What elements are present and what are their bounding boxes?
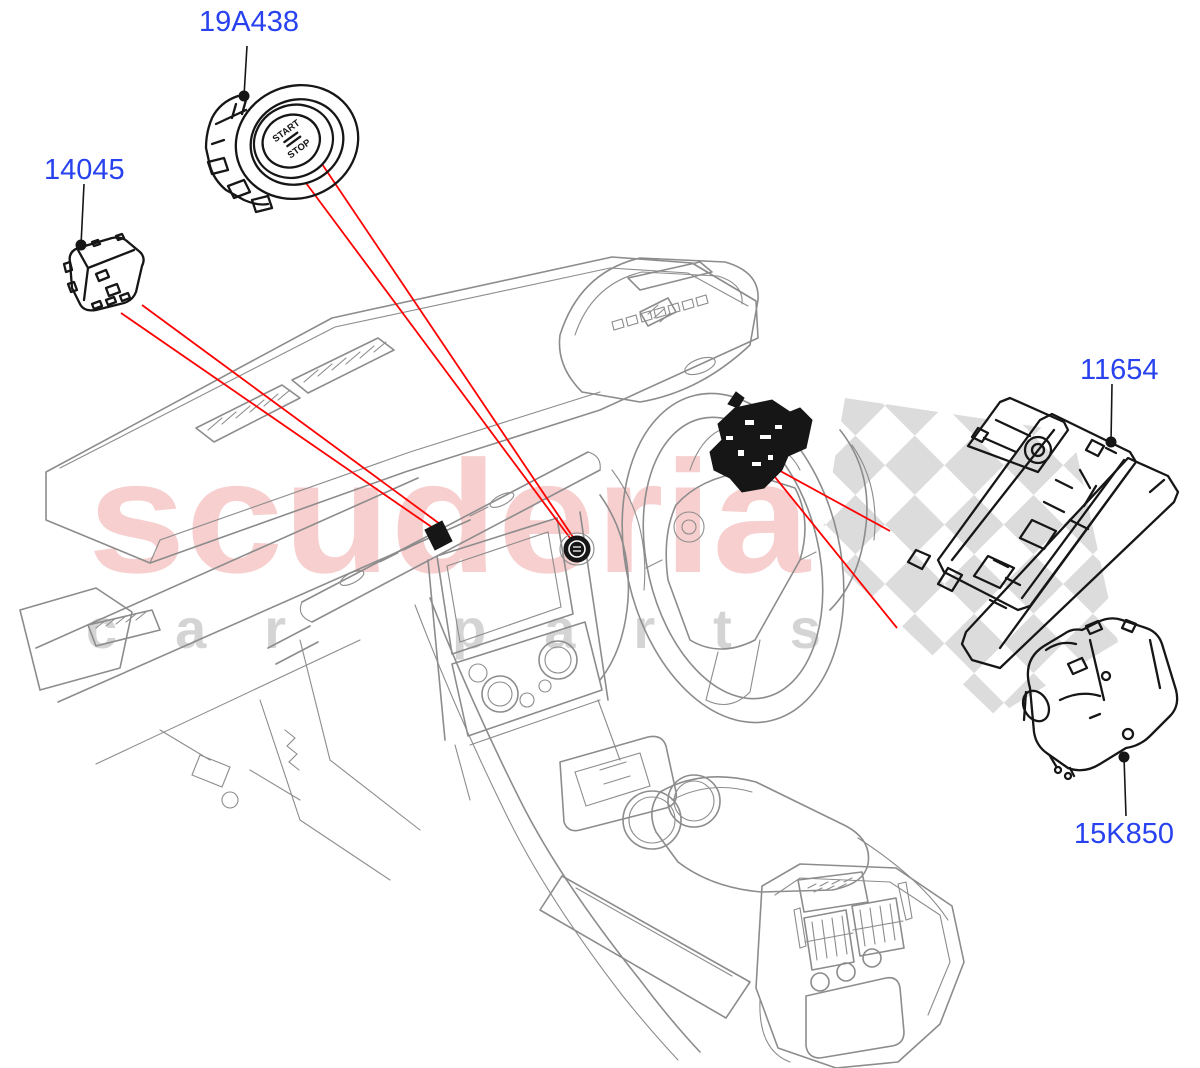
center-console: [414, 597, 949, 1061]
part-keyless-module: [906, 396, 1180, 670]
brand-watermark: scuderia: [88, 427, 811, 606]
red-leader-lines: [120, 163, 898, 629]
part-start-stop-button: START STOP: [204, 83, 360, 214]
part-label-14045[interactable]: 14045: [44, 154, 125, 186]
instrument-hood: [558, 257, 759, 403]
watermark: scuderia car parts: [86, 398, 1118, 716]
under-dash-mechanism: [159, 639, 421, 881]
svg-text:STOP: STOP: [286, 137, 314, 161]
red-line-switch-b: [141, 304, 445, 528]
column-switch-part: [709, 391, 813, 493]
red-line-button-a: [305, 182, 574, 543]
red-line-column-b: [761, 460, 898, 629]
start-stop-text: START STOP: [271, 118, 314, 161]
dash-left-end: [19, 587, 161, 691]
part-label-15K850[interactable]: 15K850: [1074, 818, 1174, 850]
part-label-11654[interactable]: 11654: [1080, 354, 1159, 386]
center-stack: [427, 511, 621, 801]
red-line-button-b: [321, 163, 582, 550]
callout-leader-lines: [75, 45, 1130, 817]
tagline-watermark-car: car: [86, 597, 344, 660]
checkered-flag-watermark: [820, 398, 1118, 716]
tagline-watermark-parts: parts: [452, 597, 879, 660]
defroster-slot-row: [611, 294, 709, 331]
defroster-vent-right: [291, 337, 395, 394]
dashboard-drawing: [19, 256, 965, 1068]
part-label-19A438[interactable]: 19A438: [199, 6, 299, 38]
steering-wheel: [621, 392, 845, 724]
console-rear-face: [755, 863, 965, 1068]
ignition-button-location: [559, 532, 595, 566]
part-column-lock-module: [1021, 617, 1179, 781]
switch-aperture: [424, 520, 453, 551]
red-line-switch-a: [120, 312, 437, 531]
red-line-column-a: [761, 460, 891, 532]
